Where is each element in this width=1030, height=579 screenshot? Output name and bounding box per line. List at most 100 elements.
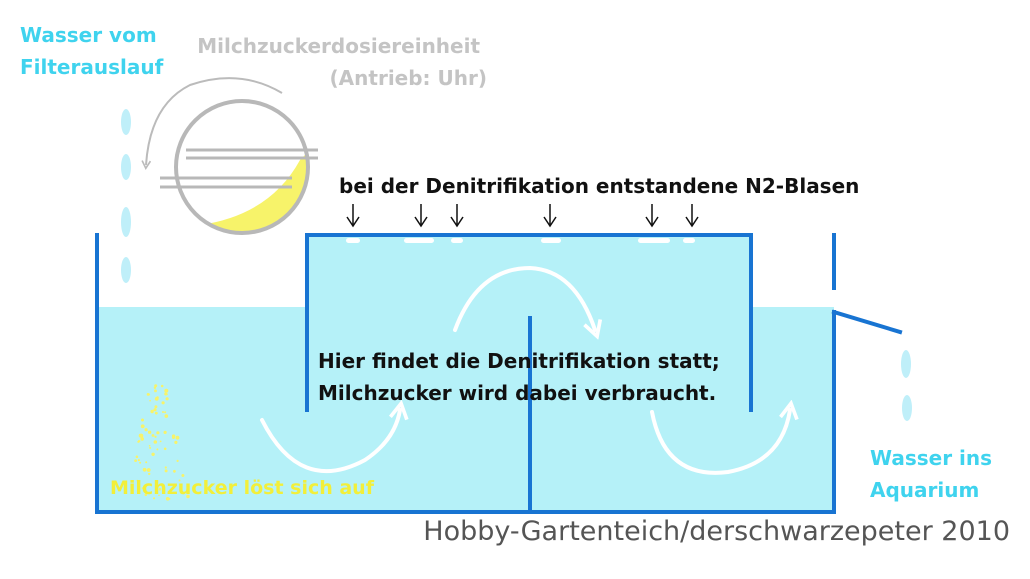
n2-bubbles-label: bei der Denitrifikation entstandene N2-B… <box>339 174 859 198</box>
lactose-particle <box>156 396 159 399</box>
lactose-particle <box>154 389 157 393</box>
outer-tank-wall <box>95 233 836 514</box>
bubble-pointer-arrows <box>346 204 699 228</box>
lactose-particle <box>156 448 159 451</box>
tank-walls <box>95 233 903 514</box>
lactose-particle <box>140 437 144 441</box>
water-fill <box>97 235 834 512</box>
lactose-particle <box>154 435 157 438</box>
n2-bubble <box>683 238 695 243</box>
lactose-particle <box>164 469 168 473</box>
lactose-particle <box>136 479 139 482</box>
left-chamber-water <box>97 307 307 512</box>
lactose-particle <box>160 384 164 388</box>
lactose-particle <box>135 455 139 459</box>
lactose-particle <box>156 431 160 435</box>
lactose-particle <box>141 487 144 489</box>
lactose-particle <box>174 440 178 444</box>
lactose-particle <box>159 440 162 443</box>
down-arrow-icon <box>685 204 699 228</box>
lactose-particle <box>162 411 164 413</box>
lactose-particle <box>153 497 156 500</box>
lactose-particle <box>140 424 145 429</box>
n2-bubbles <box>346 238 695 243</box>
lactose-particle <box>142 467 147 472</box>
lactose-particle <box>155 485 158 488</box>
lactose-particle <box>154 384 158 388</box>
lactose-particle <box>147 430 152 434</box>
right-chamber-water <box>751 307 834 512</box>
flow-arrows <box>260 265 790 475</box>
outlet-spout <box>831 309 903 335</box>
n2-bubble <box>346 238 360 243</box>
rotation-arrow-icon <box>146 77 283 165</box>
lactose-particle <box>175 435 180 440</box>
lactose-particle <box>178 479 181 482</box>
lactose-particle <box>150 409 154 414</box>
lactose-particle <box>153 408 157 412</box>
lactose-particle <box>154 411 158 415</box>
lactose-particle <box>163 430 167 434</box>
lactose-particle <box>151 452 155 456</box>
lactose-particle <box>153 440 158 444</box>
lactose-particle <box>163 447 167 451</box>
lactose-fill <box>176 150 308 233</box>
lactose-particle <box>164 414 169 418</box>
flow-arrow-top-icon <box>453 265 595 330</box>
lactose-particle <box>148 393 151 396</box>
lactose-particle <box>146 468 151 472</box>
lactose-particle <box>176 459 179 462</box>
lactose-particle <box>154 405 158 409</box>
denitrification-label: Hier findet die Denitrifikation statt; M… <box>318 349 727 405</box>
n2-bubble <box>404 238 434 243</box>
denitrification-chamber-wall <box>305 233 753 412</box>
flow-arrow-right-icon <box>650 410 790 475</box>
lactose-particle <box>161 401 165 405</box>
lactose-particle <box>137 459 140 462</box>
lactose-particle <box>164 466 167 469</box>
lactose-particle <box>181 474 185 477</box>
down-arrow-icon <box>346 204 360 228</box>
dosing-disc <box>174 99 310 235</box>
water-drop <box>121 109 131 135</box>
lactose-particle <box>149 446 152 449</box>
inlet-drops <box>121 109 131 283</box>
dosing-unit-label: Milchzuckerdosiereinheit (Antrieb: Uhr) <box>197 34 487 90</box>
outlet-drops <box>901 350 912 421</box>
lactose-particle <box>134 459 138 462</box>
lactose-dissolves-label: Milchzucker löst sich auf <box>110 477 375 499</box>
lactose-particle <box>164 388 169 393</box>
water-drop <box>121 154 131 180</box>
lactose-particle <box>158 494 160 497</box>
n2-bubble <box>451 238 463 243</box>
water-inlet-label: Wasser vom Filterauslauf <box>20 23 164 79</box>
down-arrow-icon <box>645 204 659 228</box>
flow-arrow-left-icon <box>260 410 400 474</box>
lactose-particle <box>165 497 170 501</box>
n2-bubble <box>638 238 670 243</box>
lactose-particles <box>134 384 190 501</box>
water-drop <box>121 257 131 283</box>
water-outlet-label: Wasser ins Aquarium <box>870 446 999 502</box>
lactose-particle <box>138 433 143 438</box>
n2-bubble <box>541 238 561 243</box>
dosing-unit <box>146 77 318 235</box>
lactose-particle <box>171 434 176 438</box>
lactose-particle <box>165 393 168 396</box>
lactose-particle <box>144 428 148 432</box>
lactose-particle <box>139 461 142 464</box>
lactose-particle <box>173 469 176 473</box>
down-arrow-icon <box>414 204 428 228</box>
lactose-particle <box>158 487 162 491</box>
lactose-particle <box>186 494 190 499</box>
water-drop <box>902 395 912 421</box>
lactose-particle <box>151 434 155 437</box>
lactose-particle <box>148 472 151 476</box>
credit-text: Hobby-Gartenteich/derschwarzepeter 2010 <box>423 516 1010 547</box>
water-drop <box>901 350 911 378</box>
down-arrow-icon <box>543 204 557 228</box>
lactose-particle <box>149 399 151 402</box>
water-drop <box>121 207 131 237</box>
lactose-particle <box>164 411 167 414</box>
